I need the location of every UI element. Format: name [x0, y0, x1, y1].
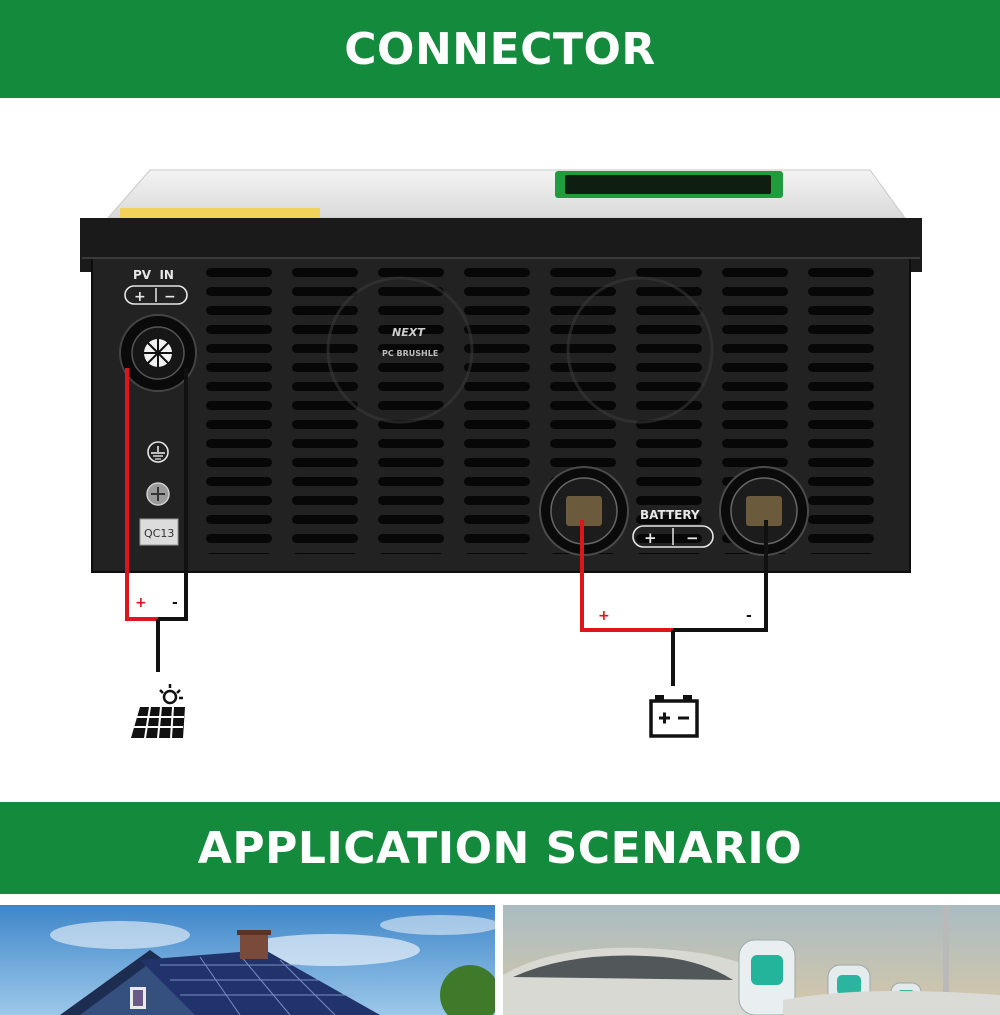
house-solar-roof-photo [0, 905, 495, 1015]
pv-minus-mark: - [172, 595, 178, 611]
qc-sticker-text: QC13 [144, 527, 174, 540]
battery-positive-gland[interactable] [539, 466, 629, 556]
pv-plus-symbol: + [134, 289, 146, 305]
pv-plus-mark: + [135, 595, 147, 611]
battery-minus-symbol: − [686, 529, 699, 547]
ground-icon [147, 441, 169, 463]
connector-title: CONNECTOR [344, 23, 656, 75]
solar-panel-icon [131, 684, 185, 739]
battery-polarity-box [632, 525, 714, 548]
ev-charging-station-photo [503, 905, 1000, 1015]
pv-in-label: PV IN [133, 268, 174, 282]
battery-icon [649, 695, 699, 738]
battery-negative-gland[interactable] [719, 466, 809, 556]
ground-screw-icon[interactable] [146, 482, 170, 506]
pv-polarity-box [124, 285, 188, 305]
inverter-connector-diagram: NEXT PC BRUSHLE PV IN + − QC13 B [80, 169, 922, 739]
pv-cable-gland[interactable] [119, 314, 197, 392]
battery-plus-mark: + [598, 608, 610, 624]
battery-minus-mark: - [746, 608, 752, 624]
application-title: APPLICATION SCENARIO [197, 822, 803, 874]
battery-wiring [580, 520, 768, 686]
battery-plus-symbol: + [644, 529, 657, 547]
battery-label: BATTERY [640, 508, 700, 522]
connector-banner: CONNECTOR [0, 0, 1000, 98]
pv-wiring [125, 368, 188, 672]
pv-minus-symbol: − [164, 289, 176, 305]
warning-label [120, 208, 320, 218]
qc-sticker [139, 518, 179, 546]
fan-sublabel: PC BRUSHLE [382, 349, 438, 358]
application-banner: APPLICATION SCENARIO [0, 802, 1000, 894]
fan-label: NEXT [392, 326, 426, 339]
